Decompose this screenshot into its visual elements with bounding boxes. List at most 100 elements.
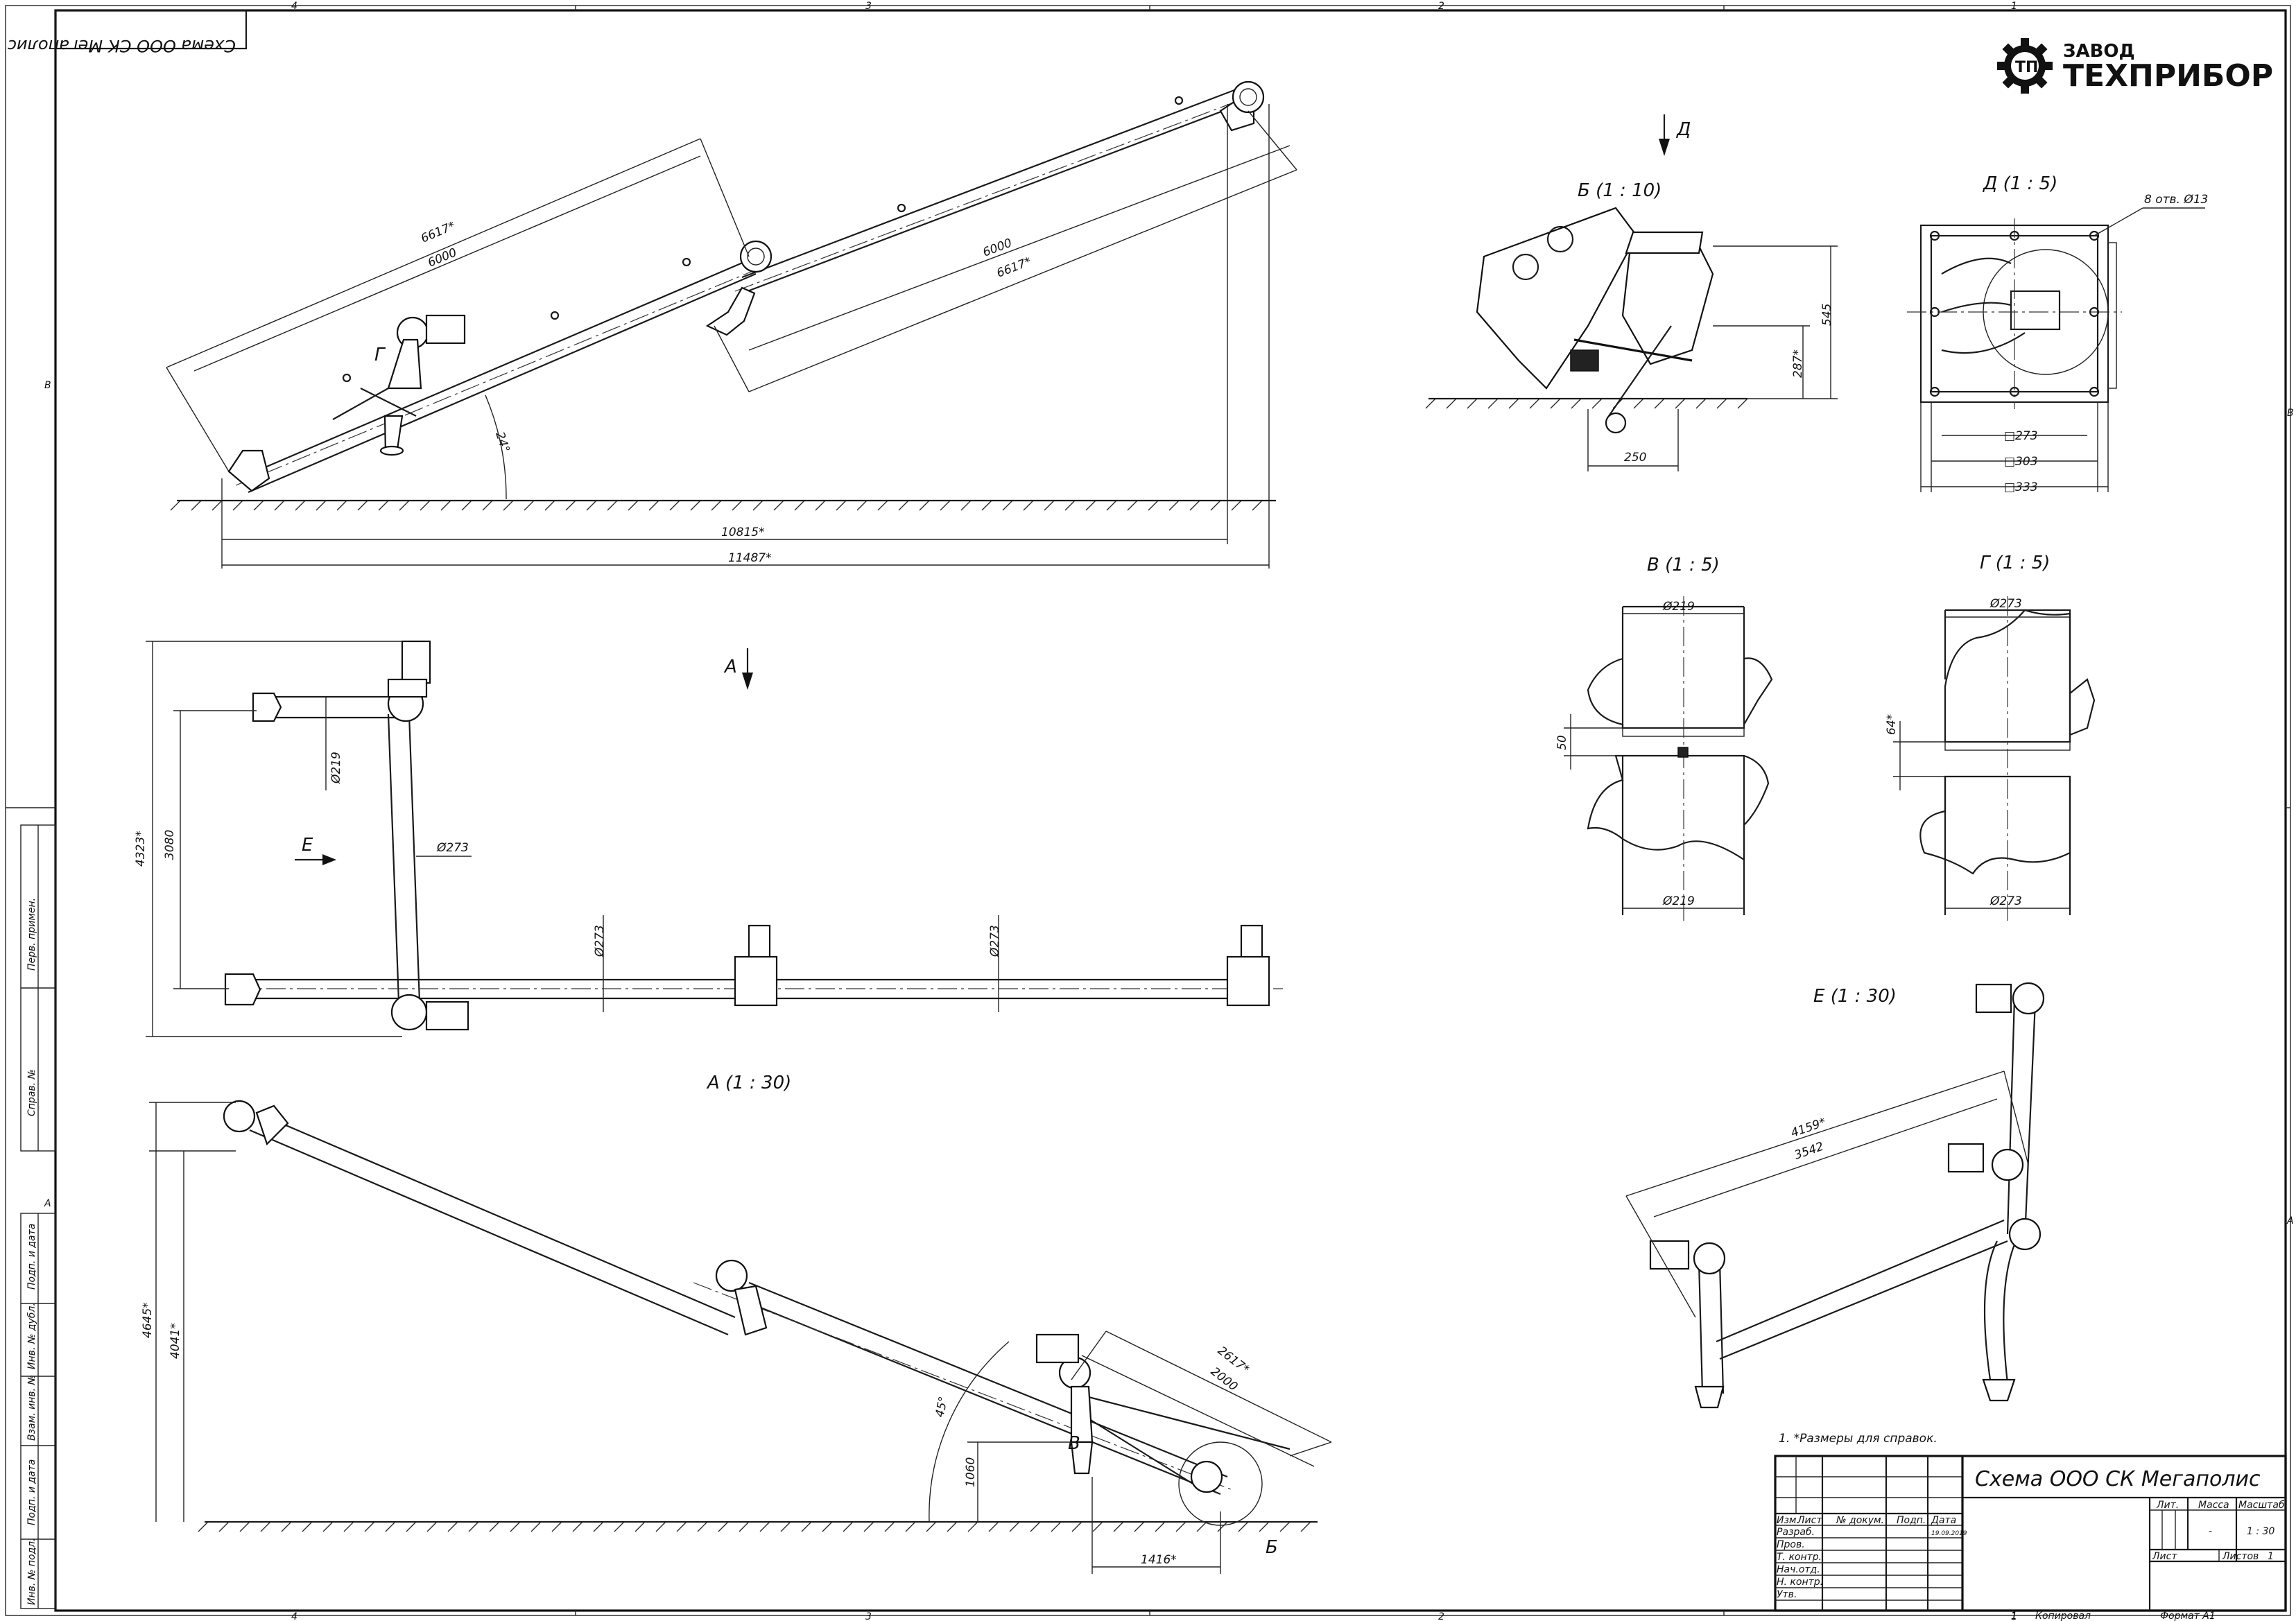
dim-4041: 4041* [169, 1323, 182, 1359]
dim-545: 545 [1820, 304, 1834, 326]
zone-row-v: В [44, 380, 51, 391]
top-stamp: Схема ООО СК Мегаполис [8, 9, 248, 55]
tb-head-podp: Подп. [1897, 1515, 1926, 1526]
dim-4159: 4159* [1789, 1116, 1827, 1141]
arrow-a-label: А [723, 657, 737, 677]
sheet-frame [5, 5, 2291, 1616]
dim-6617-b: 6617* [995, 254, 1033, 280]
strip-podp-data-1: Подп. и дата [26, 1224, 37, 1290]
logo-line2: ТЕХПРИБОР [2063, 58, 2273, 94]
zone-col-2-bottom: 2 [1438, 1611, 1444, 1621]
logo-line1: ЗАВОД [2063, 41, 2135, 62]
view-d-title: Д (1 : 5) [1983, 173, 2057, 194]
dim-plan-273-b: Ø273 [593, 925, 607, 957]
copied-label: Копировал [2035, 1611, 2091, 1621]
dim-10815: 10815* [721, 526, 765, 539]
tb-role-nkontr: Н. контр. [1777, 1577, 1823, 1588]
strip-vzam-inv: Взам. инв. № [26, 1375, 37, 1441]
strip-inv-podl: Инв. № подл. [26, 1538, 37, 1605]
view-e-title: Е (1 : 30) [1813, 986, 1897, 1007]
dim-g-gap: 64* [1885, 714, 1899, 735]
view-b-title: Б (1 : 10) [1578, 180, 1661, 201]
arrow-d: Д [1659, 114, 1691, 156]
ref-b: Б [1266, 1537, 1278, 1558]
copied-num: 1 [2011, 1611, 2017, 1621]
dim-11487: 11487* [728, 551, 772, 565]
dim-s333: □333 [2004, 480, 2038, 494]
logo: ТП ЗАВОД ТЕХПРИБОР [1997, 38, 2273, 94]
format-label: Формат А1 [2160, 1611, 2216, 1621]
dim-g-top: Ø273 [1989, 597, 2022, 611]
arrow-e-label: Е [302, 835, 313, 856]
zone-col-4-bottom: 4 [291, 1611, 297, 1621]
zone-col-3: 3 [865, 1, 872, 12]
view-g-title: Г (1 : 5) [1980, 553, 2050, 573]
main-side-view: Г 6617* 6000 6000 6617* 24° 10815* 11487… [166, 80, 1297, 569]
tb-scale: Масштаб [2238, 1500, 2285, 1511]
tb-title: Схема ООО СК Мегаполис [1975, 1467, 2261, 1491]
arrow-d-label: Д [1676, 119, 1691, 140]
zone-col-3-bottom: 3 [865, 1611, 872, 1621]
svg-text:ТП: ТП [2015, 59, 2038, 76]
title-block: Изм. Лист № докум. Подп. Дата 19.09.2019… [1774, 1455, 2287, 1612]
dim-1416: 1416* [1141, 1553, 1177, 1567]
zone-row-a-right: А [2286, 1215, 2294, 1226]
strip-inv-dubl: Инв. № дубл. [26, 1303, 37, 1369]
dim-6617-a: 6617* [419, 219, 457, 246]
ref-g: Г [374, 345, 386, 365]
tb-role-nachotd: Нач.отд. [1777, 1564, 1820, 1575]
zone-col-2: 2 [1438, 1, 1444, 12]
tb-mass-val: - [2209, 1526, 2212, 1537]
tb-role-razrab: Разраб. [1777, 1527, 1815, 1538]
dim-1060: 1060 [964, 1457, 978, 1487]
dim-s303: □303 [2004, 455, 2038, 469]
dim-3080: 3080 [163, 830, 177, 860]
view-g: Г (1 : 5) Ø273 64* Ø273 [1885, 553, 2096, 922]
dim-4323: 4323* [134, 831, 148, 867]
dims-main-lines [166, 104, 1297, 569]
plan-view: 4323* 3080 Ø219 Ø273 Ø273 Ø273 А Е [134, 640, 1283, 1037]
tb-sheets-val: 1 [2268, 1551, 2274, 1562]
gear-tp-logo-icon: ТП [1997, 38, 2053, 94]
dim-plan-219: Ø219 [329, 752, 343, 784]
zone-labels: 4 3 2 1 4 3 2 1 В В А А [44, 1, 2294, 1621]
strip-sprav-num: Справ. № [26, 1069, 37, 1116]
tb-sheets: Листов [2222, 1551, 2259, 1562]
tb-head-doc: № докум. [1836, 1515, 1884, 1526]
tb-head-izm: Изм. [1777, 1515, 1799, 1526]
dim-plan-273-a: Ø273 [436, 841, 469, 855]
tb-role-prov: Пров. [1777, 1539, 1805, 1550]
left-strip: Перв. примен. Справ. № Подп. и дата Инв.… [20, 824, 56, 1609]
tb-scale-val: 1 : 30 [2247, 1526, 2275, 1537]
dim-v-top: Ø219 [1662, 600, 1695, 614]
strip-perv-primen: Перв. примен. [26, 898, 37, 971]
view-a-title: А (1 : 30) [706, 1073, 791, 1093]
strip-podp-data-2: Подп. и дата [26, 1459, 37, 1525]
view-b: Б (1 : 10) 545 287* 250 [1425, 180, 1838, 471]
zone-col-4: 4 [291, 1, 297, 12]
dim-angle-24: 24° [492, 430, 512, 454]
view-v-title: В (1 : 5) [1647, 555, 1720, 575]
tb-role-tkontr: Т. контр. [1777, 1552, 1822, 1563]
view-a: А (1 : 30) В Б [141, 1073, 1332, 1574]
tb-sheet: Лист [2152, 1551, 2177, 1562]
tb-head-data: Дата [1931, 1515, 1956, 1526]
zone-row-a: А [44, 1198, 51, 1209]
dim-s273: □273 [2004, 429, 2038, 443]
dim-287: 287* [1791, 349, 1805, 378]
top-stamp-text: Схема ООО СК Мегаполис [8, 36, 236, 55]
reference-note: 1. *Размеры для справок. [1779, 1432, 1937, 1446]
view-d: Д (1 : 5) 8 отв. Ø13 □273 □303 □333 [1907, 173, 2208, 494]
zone-col-1: 1 [2011, 1, 2017, 12]
dim-holes: 8 отв. Ø13 [2144, 193, 2208, 207]
ground-hatch-main [170, 500, 1263, 511]
dim-v-bottom: Ø219 [1662, 894, 1695, 908]
ref-v: В [1068, 1433, 1080, 1454]
dim-4645: 4645* [141, 1302, 155, 1338]
dim-250: 250 [1624, 451, 1646, 465]
zone-row-v-right: В [2287, 408, 2294, 419]
dim-v-gap: 50 [1555, 735, 1569, 750]
dim-plan-273-c: Ø273 [988, 925, 1002, 957]
tb-mass: Масса [2198, 1500, 2229, 1511]
